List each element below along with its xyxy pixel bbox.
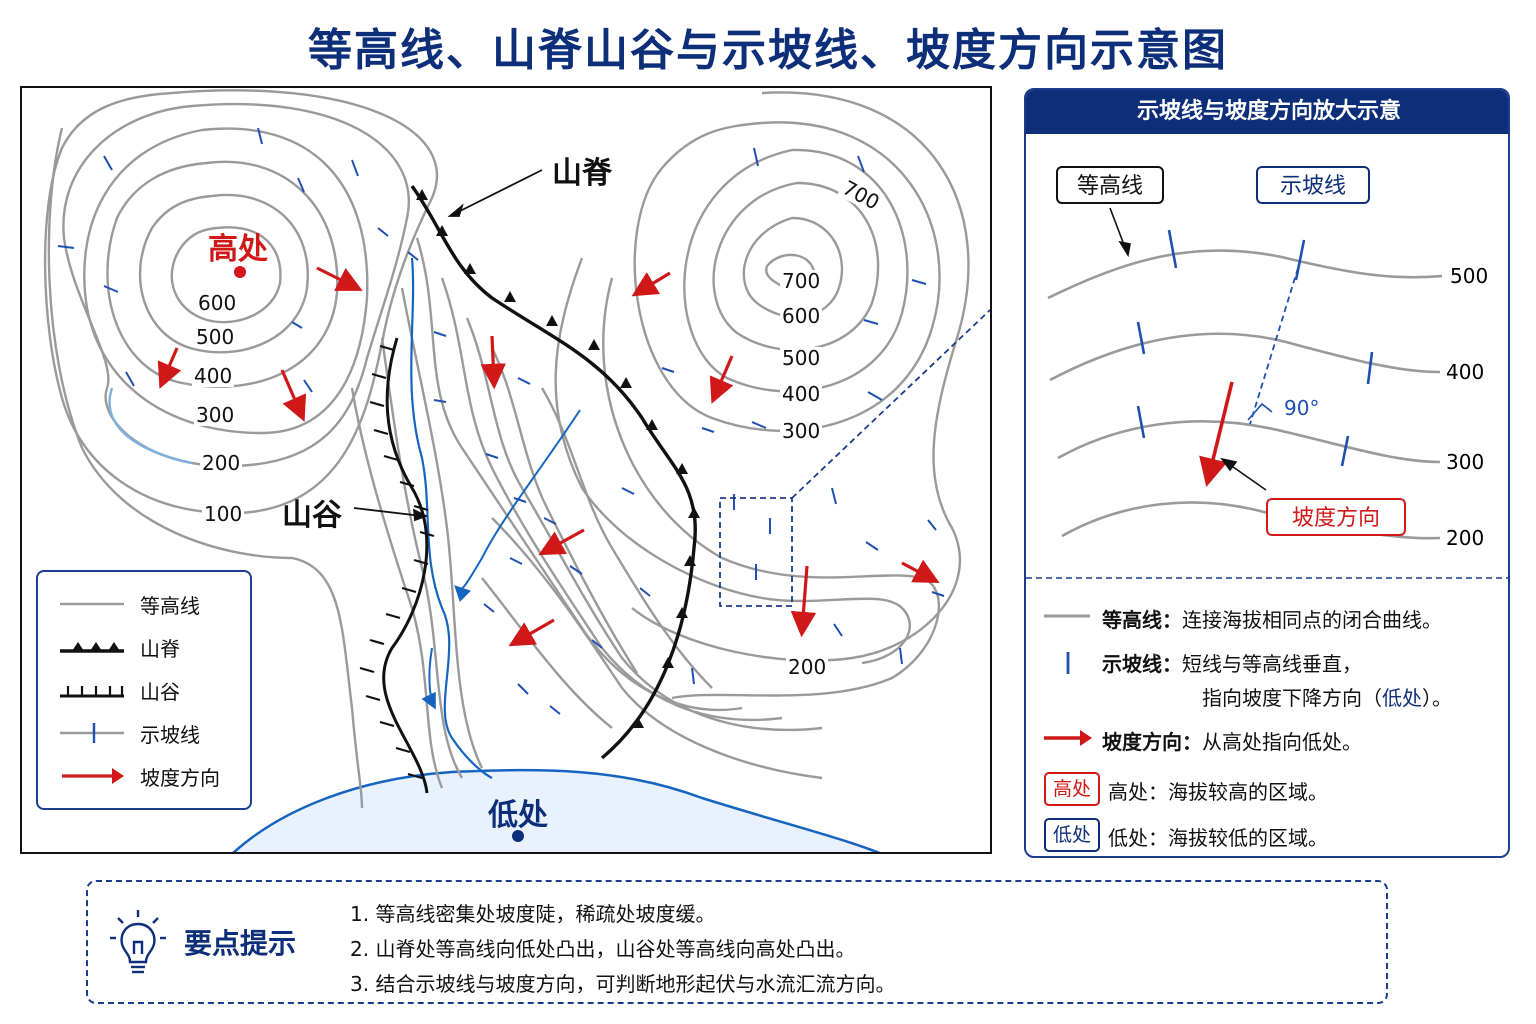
tag-slope-direction: 坡度方向 [1266,498,1406,536]
river-branch [454,409,581,603]
right-angle-label: 90° [1284,396,1320,420]
contour-label: 600 [196,291,239,315]
panel-level: 200 [1446,526,1485,550]
zoom-box [719,497,793,607]
legend-item-ridge: 山脊 [38,631,250,661]
desc-slope-direction: 坡度方向：从高处指向低处。 [1102,730,1362,754]
valley-label: 山谷 [282,498,342,533]
tag-contour: 等高线 [1056,166,1164,204]
valley-ticks [359,344,435,780]
low-label: 低处 [488,798,548,833]
contour-label: 200 [786,655,829,679]
panel-svg [1026,207,1508,746]
panel-title: 示坡线与坡度方向放大示意 [1026,90,1508,134]
desc-high: 高处：海拔较高的区域。 [1108,780,1328,804]
low-chip: 低处 [1044,818,1100,852]
tips-heading: 要点提示 [184,927,297,960]
tip-item: 3. 结合示坡线与坡度方向，可判断地形起伏与水流汇流方向。 [350,972,896,996]
contour-label: 100 [202,502,245,526]
desc-slope-line-2: 指向坡度下降方向（低处）。 [1202,686,1452,710]
high-point [234,266,246,278]
lake [232,768,881,852]
right-hill-contours [554,91,970,700]
panel-contours [1047,249,1443,540]
valley-line [382,337,429,794]
map-slope-arrows [157,266,940,647]
zoom-panel: 示坡线与坡度方向放大示意 [1024,88,1510,858]
page-title: 等高线、山脊山谷与示坡线、坡度方向示意图 [308,25,1228,76]
middle-contours [350,237,823,789]
legend-item-slope-direction: 坡度方向 [38,760,250,790]
tips-box: 要点提示 1. 等高线密集处坡度陡，稀疏处坡度缓。 2. 山脊处等高线向低处凸出… [86,880,1388,1004]
legend-item-contour: 等高线 [60,594,200,618]
legend: 等高线 山脊 山谷 示坡线 坡度方向 [36,570,252,810]
tip-item: 2. 山脊处等高线向低处凸出，山谷处等高线向高处凸出。 [350,937,856,961]
contour-label: 400 [192,364,235,388]
contour-label: 300 [194,403,237,427]
contour-label: 500 [780,346,823,370]
ridge-label: 山脊 [552,156,612,191]
contour-label: 700 [780,269,823,293]
panel-level: 300 [1446,450,1485,474]
desc-contour: 等高线：连接海拔相同点的闭合曲线。 [1102,608,1442,632]
low-point [512,830,524,842]
ridge-teeth [416,189,700,728]
map-slope-lines [57,127,945,715]
tag-slope-line: 示坡线 [1256,166,1370,204]
contour-label: 300 [780,419,823,443]
desc-low: 低处：海拔较低的区域。 [1108,826,1328,850]
panel-level: 400 [1446,360,1485,384]
desc-slope-line: 示坡线：短线与等高线垂直， [1102,652,1362,676]
contour-label: 500 [194,325,237,349]
panel-level: 500 [1450,264,1489,288]
legend-item-slope-line: 示坡线 [60,723,200,747]
contour-map: 高处 低处 山脊 山谷 600 500 400 300 200 100 700 … [20,86,992,854]
lightbulb-icon [110,910,166,974]
river [410,257,493,779]
ridge-line [410,185,697,760]
high-label: 高处 [208,232,268,267]
high-chip: 高处 [1044,772,1100,806]
contour-label: 600 [780,304,823,328]
legend-item-valley: 山谷 [60,680,180,704]
tip-item: 1. 等高线密集处坡度陡，稀疏处坡度缓。 [350,902,716,926]
contour-label: 400 [780,382,823,406]
contour-label: 200 [200,451,243,475]
